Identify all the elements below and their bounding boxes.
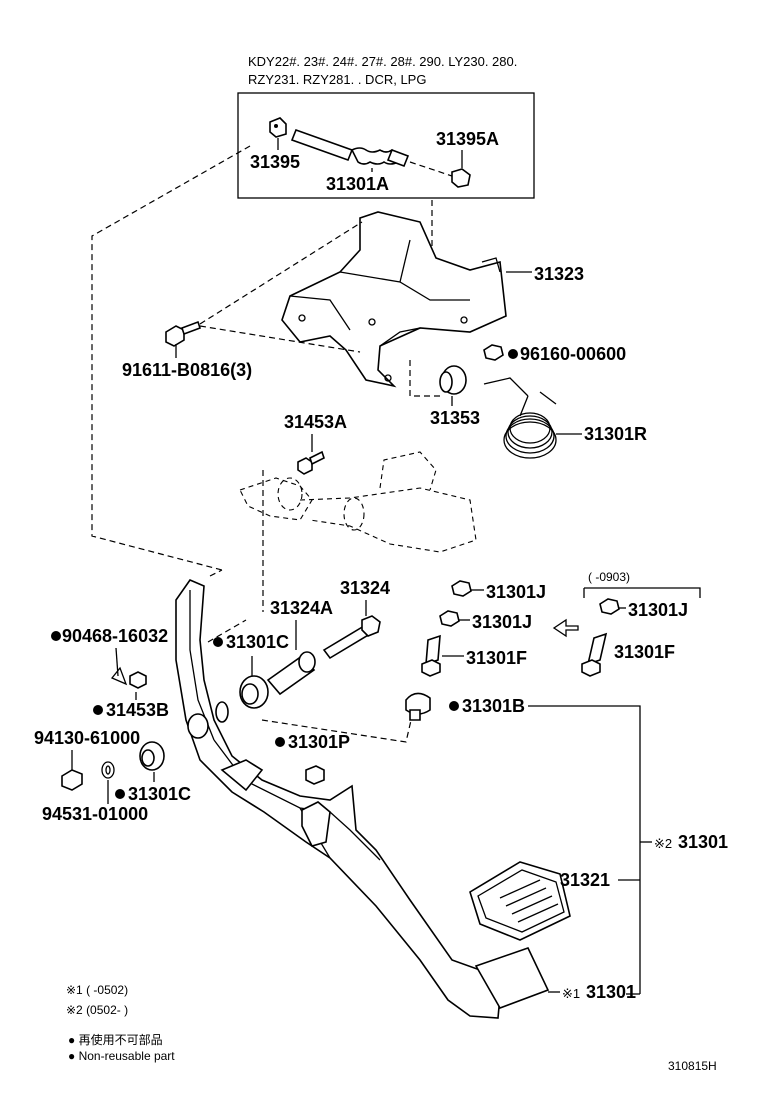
part-pedal-arm <box>175 579 550 1019</box>
part-31453A-bolt <box>297 450 325 475</box>
label-31324: 31324 <box>340 578 390 598</box>
label-31301-assembly-2: 31301 <box>678 832 728 852</box>
label-31301R: 31301R <box>584 424 647 444</box>
label-94531: 94531-01000 <box>42 804 148 824</box>
header-models-line1: KDY22#. 23#. 24#. 27#. 28#. 290. LY230. … <box>248 54 517 69</box>
note-non-reusable-en: ● Non-reusable part <box>68 1049 175 1063</box>
label-31453B: 31453B <box>106 700 169 720</box>
label-94130: 94130-61000 <box>34 728 140 748</box>
arrow-icon <box>552 618 579 638</box>
part-31323-bracket <box>281 211 507 388</box>
label-mark1: ※1 <box>562 986 580 1001</box>
label-31395A: 31395A <box>436 129 499 149</box>
part-96160-nut <box>483 344 504 361</box>
label-31301F-b: 31301F <box>614 642 675 662</box>
label-31453A: 31453A <box>284 412 347 432</box>
part-31301J-nut-b <box>439 610 460 627</box>
label-31301F-a: 31301F <box>466 648 527 668</box>
note-mark1: ※1 ( -0502) <box>66 983 128 997</box>
part-31395-clip <box>269 117 287 138</box>
part-31301C-bushing-upper <box>239 675 269 709</box>
part-31324-bolt <box>322 615 381 660</box>
label-31323: 31323 <box>534 264 584 284</box>
figure-id: 310815H <box>668 1059 717 1073</box>
part-94130-nut <box>61 769 83 791</box>
part-31301F-bolt-a <box>421 634 441 677</box>
label-31301J-a: 31301J <box>486 582 546 602</box>
label-31395: 31395 <box>250 152 300 172</box>
header-models-line2: RZY231. RZY281. . DCR, LPG <box>248 72 426 87</box>
label-range-0903: ( -0903) <box>588 570 630 584</box>
label-31324A: 31324A <box>270 598 333 618</box>
part-31353-bushing <box>439 365 467 395</box>
ghost-master-cylinder <box>239 451 477 553</box>
part-90468-clip <box>110 666 128 686</box>
label-31301-assembly-1: 31301 <box>586 982 636 1002</box>
label-31301P: 31301P <box>288 732 350 752</box>
label-91611: 91611-B0816(3) <box>122 360 252 380</box>
label-31301A: 31301A <box>326 174 389 194</box>
note-non-reusable-ja: ● 再使用不可部品 <box>68 1032 163 1047</box>
part-31321-pedal-pad <box>469 861 571 941</box>
label-31301B: 31301B <box>462 696 525 716</box>
label-31353: 31353 <box>430 408 480 428</box>
part-91611-bolt <box>165 320 202 347</box>
part-94531-washer <box>101 761 115 779</box>
inset-box <box>237 92 535 199</box>
label-90468: 90468-16032 <box>62 626 168 646</box>
label-96160: 96160-00600 <box>520 344 626 364</box>
label-31321: 31321 <box>560 870 610 890</box>
label-31301J-c: 31301J <box>628 600 688 620</box>
part-31324A-collar <box>266 651 316 696</box>
part-31301A-pin <box>290 128 410 168</box>
part-31395A-clip <box>451 168 471 188</box>
part-31301P-clip <box>305 765 325 785</box>
part-31301F-bolt-b <box>581 632 608 677</box>
label-mark2: ※2 <box>654 836 672 851</box>
label-31301C-upper: 31301C <box>226 632 289 652</box>
note-mark2: ※2 (0502- ) <box>66 1003 128 1017</box>
part-31301C-bushing-lower <box>139 741 165 771</box>
label-31301J-b: 31301J <box>472 612 532 632</box>
part-31301B-stopper <box>405 692 431 721</box>
label-31301C-lower: 31301C <box>128 784 191 804</box>
part-31301J-nut-a <box>451 580 472 597</box>
part-31301J-nut-c <box>599 598 620 615</box>
part-31453B-nut <box>129 671 147 689</box>
part-31301R-spring <box>483 377 557 459</box>
